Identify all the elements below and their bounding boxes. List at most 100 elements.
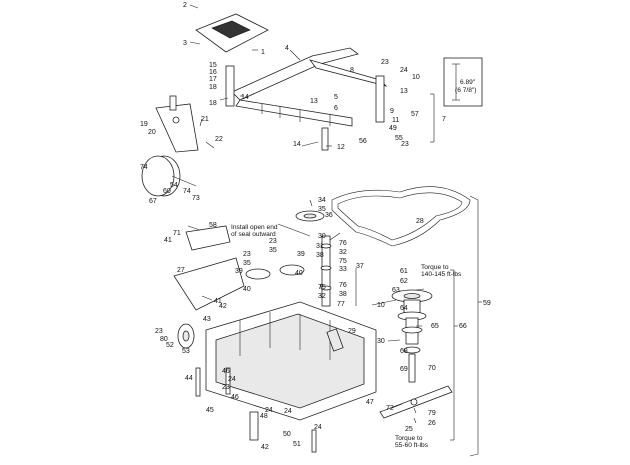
callout-10: 10 xyxy=(412,74,420,81)
seal-note-line2: of seal outward xyxy=(231,231,276,238)
callout-50: 50 xyxy=(283,431,291,438)
callout-28: 28 xyxy=(416,218,424,225)
dimension-note-line2: (6 7/8") xyxy=(455,87,476,94)
callout-13: 13 xyxy=(310,98,318,105)
callout-55: 55 xyxy=(395,135,403,142)
frame-pivot-post xyxy=(225,65,385,151)
callout-61: 61 xyxy=(400,268,408,275)
callout-16: 16 xyxy=(209,69,217,76)
callout-76: 76 xyxy=(339,282,347,289)
callout-labels: 2 3 1 4 15 16 17 18 18 14 8 23 24 10 13 … xyxy=(140,2,491,451)
callout-27: 27 xyxy=(177,267,185,274)
callout-39: 39 xyxy=(235,268,243,275)
belt-guard-cover xyxy=(173,225,245,311)
callout-77: 77 xyxy=(337,301,345,308)
callout-46: 46 xyxy=(222,368,230,375)
callout-68: 68 xyxy=(400,348,408,355)
callout-52: 52 xyxy=(166,342,174,349)
callout-66: 66 xyxy=(459,323,467,330)
callout-46: 46 xyxy=(231,394,239,401)
callout-76: 76 xyxy=(339,240,347,247)
callout-8: 8 xyxy=(350,67,354,74)
callout-3: 3 xyxy=(183,40,187,47)
callout-63: 63 xyxy=(392,287,400,294)
callout-19: 19 xyxy=(140,121,148,128)
callout-24: 24 xyxy=(314,424,322,431)
callout-44: 44 xyxy=(185,375,193,382)
callout-73: 73 xyxy=(192,195,200,202)
callout-13: 13 xyxy=(400,88,408,95)
callout-51: 51 xyxy=(293,441,301,448)
dimension-callout-box xyxy=(443,57,483,107)
callout-72: 72 xyxy=(386,405,394,412)
callout-79: 79 xyxy=(428,410,436,417)
group-bracket-lines xyxy=(355,93,482,457)
callout-24: 24 xyxy=(228,376,236,383)
seal-note-line1: Install open end xyxy=(231,224,278,231)
callout-53: 53 xyxy=(182,348,190,355)
callout-38: 38 xyxy=(316,252,324,259)
anti-scalp-spring xyxy=(326,328,344,352)
leader-lines xyxy=(187,4,425,424)
callout-14: 14 xyxy=(241,94,249,101)
callout-32: 32 xyxy=(339,249,347,256)
callout-80: 80 xyxy=(160,336,168,343)
callout-1: 1 xyxy=(261,49,265,56)
callout-39: 39 xyxy=(297,251,305,258)
callout-74: 74 xyxy=(140,164,148,171)
callout-48: 48 xyxy=(260,413,268,420)
callout-23: 23 xyxy=(222,384,230,391)
callout-41: 41 xyxy=(214,298,222,305)
callout-20: 20 xyxy=(148,129,156,136)
callout-4: 4 xyxy=(285,45,289,52)
spindle-stack-center xyxy=(320,235,332,307)
callout-38: 38 xyxy=(339,291,347,298)
deck-hanger-rods xyxy=(195,367,317,453)
mower-deck-housing xyxy=(205,301,377,421)
callout-23: 23 xyxy=(401,141,409,148)
callout-18: 18 xyxy=(209,84,217,91)
callout-37: 37 xyxy=(356,263,364,270)
callout-36: 36 xyxy=(325,212,333,219)
callout-75: 75 xyxy=(339,258,347,265)
callout-42: 42 xyxy=(261,444,269,451)
callout-34: 34 xyxy=(318,197,326,204)
callout-18: 18 xyxy=(209,100,217,107)
callout-24: 24 xyxy=(400,67,408,74)
spindle-assembly xyxy=(391,289,433,383)
callout-65: 65 xyxy=(431,323,439,330)
callout-45: 45 xyxy=(206,407,214,414)
callout-41: 41 xyxy=(164,237,172,244)
callout-23: 23 xyxy=(243,251,251,258)
callout-11: 11 xyxy=(392,117,399,124)
torque-note-top-line1: Torque to xyxy=(421,264,449,271)
deck-roller-wheel xyxy=(177,323,195,349)
callout-43: 43 xyxy=(203,316,211,323)
callout-60: 60 xyxy=(163,188,171,195)
callout-23: 23 xyxy=(269,238,277,245)
callout-67: 67 xyxy=(149,198,157,205)
callout-6: 6 xyxy=(334,105,338,112)
callout-17: 17 xyxy=(209,76,217,83)
main-lift-frame xyxy=(231,47,388,127)
callout-26: 26 xyxy=(428,420,436,427)
callout-12: 12 xyxy=(337,144,345,151)
callout-40: 40 xyxy=(243,286,251,293)
callout-30: 30 xyxy=(318,233,326,240)
caster-wheel-assembly xyxy=(141,155,197,197)
callout-14: 14 xyxy=(293,141,301,148)
callout-24: 24 xyxy=(284,408,292,415)
callout-75: 75 xyxy=(318,284,326,291)
callout-40: 40 xyxy=(295,270,303,277)
callout-56: 56 xyxy=(359,138,367,145)
callout-35: 35 xyxy=(269,247,277,254)
callout-64: 64 xyxy=(400,305,408,312)
callout-9: 9 xyxy=(390,108,394,115)
callout-29: 29 xyxy=(348,328,356,335)
callout-21: 21 xyxy=(201,116,209,123)
drive-belt xyxy=(331,186,471,247)
callout-47: 47 xyxy=(366,399,374,406)
annotation-notes: Install open end of seal outward Torque … xyxy=(231,79,476,449)
callout-35: 35 xyxy=(243,260,251,267)
